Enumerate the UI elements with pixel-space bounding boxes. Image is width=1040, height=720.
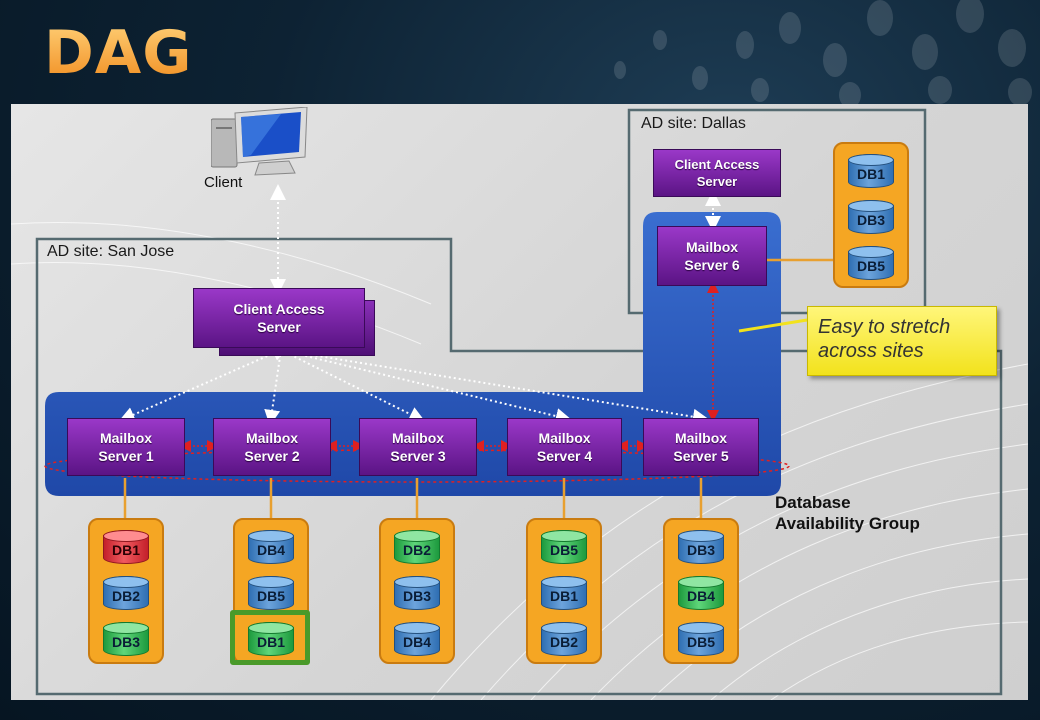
database-cylinder[interactable]: DB5 [678,622,724,656]
database-cylinder[interactable]: DB4 [248,530,294,564]
database-cylinder[interactable]: DB2 [394,530,440,564]
database-label: DB4 [402,634,431,650]
database-label: DB5 [856,258,885,274]
dag-label: Database Availability Group [775,492,920,534]
database-label: DB3 [111,634,140,650]
database-label: DB2 [549,634,578,650]
server-line-2: Server 6 [684,257,740,273]
diagram-panel: Client AD site: San Jose AD site: Dallas… [11,104,1028,700]
database-label: DB4 [256,542,285,558]
database-label: DB3 [402,588,431,604]
database-cylinder[interactable]: DB4 [394,622,440,656]
database-label: DB4 [686,588,715,604]
page-title: DAG [44,18,193,88]
database-label: DB1 [256,634,285,650]
san-jose-site-border [35,237,1003,696]
header-dot-pattern [614,0,1032,108]
database-cylinder[interactable]: DB2 [541,622,587,656]
database-cylinder[interactable]: DB5 [541,530,587,564]
computer-icon [211,107,308,176]
database-cylinder[interactable]: DB3 [394,576,440,610]
database-label: DB3 [856,212,885,228]
database-cylinder[interactable]: DB1 [848,154,894,188]
san-jose-site-label: AD site: San Jose [47,243,175,260]
client-label: Client [204,174,243,191]
callout-line-2: across sites [818,340,924,362]
server-line-1: Mailbox [99,430,153,446]
cas-line-1: Client Access [233,301,325,317]
database-cylinder[interactable]: DB5 [848,246,894,280]
cas-line-1: Client Access [674,157,760,172]
callout-line-1: Easy to stretch [818,316,951,338]
server-line-2: Server 5 [673,448,729,464]
cas-line-2: Server [696,174,738,189]
database-cylinder[interactable]: DB1 [541,576,587,610]
dag-label-line-1: Database [775,493,851,512]
cas-line-2: Server [257,319,301,335]
dallas-site-label: AD site: Dallas [641,115,746,132]
server-line-2: Server 3 [390,448,446,464]
database-label: DB2 [111,588,140,604]
server-line-1: Mailbox [245,430,299,446]
database-cylinder[interactable]: DB1 [103,530,149,564]
server-line-1: Mailbox [674,430,728,446]
server-line-2: Server 4 [536,448,593,464]
database-cylinder[interactable]: DB3 [103,622,149,656]
server-line-1: Mailbox [685,239,739,255]
database-label: DB5 [686,634,715,650]
database-label: DB5 [256,588,285,604]
database-cylinder[interactable]: DB4 [678,576,724,610]
database-label: DB5 [549,542,578,558]
stretch-callout: Easy to stretch across sites [807,306,997,376]
server-line-2: Server 2 [244,448,300,464]
activated-copy-highlight [230,610,310,665]
database-label: DB1 [549,588,578,604]
database-label: DB3 [686,542,715,558]
database-cylinder[interactable]: DB1 [248,622,294,656]
server-line-1: Mailbox [391,430,445,446]
database-cylinder[interactable]: DB2 [103,576,149,610]
database-label: DB2 [402,542,431,558]
server-line-1: Mailbox [538,430,591,446]
database-label: DB1 [856,166,885,182]
database-cylinder[interactable]: DB3 [678,530,724,564]
dag-label-line-2: Availability Group [775,514,920,533]
database-label: DB1 [111,542,140,558]
database-cylinder[interactable]: DB3 [848,200,894,234]
database-cylinder[interactable]: DB5 [248,576,294,610]
server-line-2: Server 1 [98,448,154,464]
